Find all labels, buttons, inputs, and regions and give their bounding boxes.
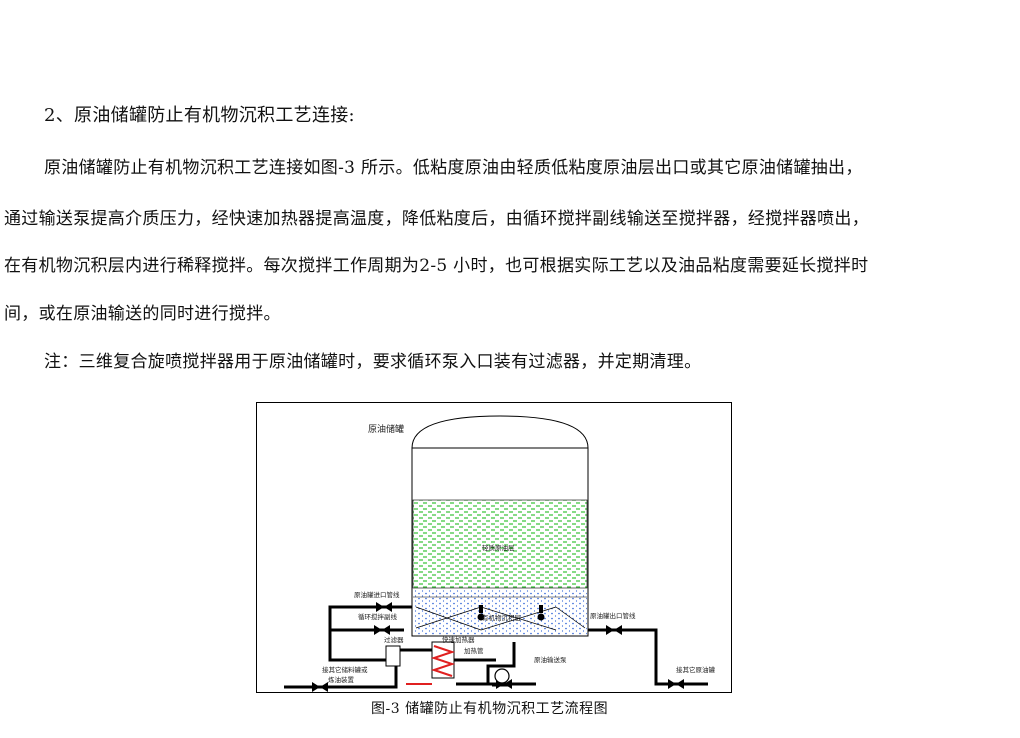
transfer-pump-label: 原油输送泵 — [534, 655, 567, 664]
paragraph-line-2: 通过输送泵提高介质压力，经快速加热器提高温度，降低粘度后，由循环搅拌副线输送至搅… — [4, 209, 869, 229]
light-oil-layer-label: 轻质原油层 — [482, 543, 515, 552]
to-other-storage-label-2: 炼油装置 — [328, 675, 355, 684]
light-oil-layer — [412, 499, 588, 589]
tank-dome — [411, 415, 589, 449]
transfer-pump — [494, 668, 510, 684]
figure-caption: 图-3 储罐防止有机物沉积工艺流程图 — [371, 701, 609, 717]
note-text: 注：三维复合旋喷搅拌器用于原油储罐时，要求循环泵入口装有过滤器，并定期清理。 — [44, 352, 702, 372]
filter-label: 过滤器 — [384, 635, 404, 644]
fast-heater-label: 快速加热器 — [442, 635, 475, 644]
deposit-layer-label: 有机物沉积层 — [482, 613, 522, 622]
paragraph-line-3: 在有机物沉积层内进行稀释搅拌。每次搅拌工作周期为2-5 小时，也可根据实际工艺以… — [4, 256, 869, 276]
tank-outlet-pipe-label: 原油罐出口管线 — [590, 611, 636, 620]
process-flow-figure: 原油储罐 轻质原油层 有机物沉积层 原油罐进口管线 循环搅拌副线 过滤器 快速加… — [256, 402, 732, 694]
paragraph-line-4: 间，或在原油输送的同时进行搅拌。 — [4, 304, 281, 324]
mixer-icon — [477, 605, 545, 621]
to-other-tank-label: 接其它原油罐 — [676, 665, 716, 674]
tank-inlet-pipe-label: 原油罐进口管线 — [354, 590, 400, 599]
section-heading: 2、原油储罐防止有机物沉积工艺连接: — [44, 105, 355, 126]
heating-coil — [430, 645, 456, 677]
paragraph-line-1: 原油储罐防止有机物沉积工艺连接如图-3 所示。低粘度原油由轻质低粘度原油层出口或… — [44, 158, 863, 178]
circulation-line-label: 循环搅拌副线 — [358, 612, 398, 621]
heating-pipe-label: 加热管 — [464, 646, 484, 655]
mixer-spray-lines — [415, 606, 586, 631]
to-other-storage-label-1: 接其它储料罐或 — [322, 665, 368, 674]
filter — [385, 645, 401, 667]
tank-label: 原油储罐 — [368, 423, 404, 435]
